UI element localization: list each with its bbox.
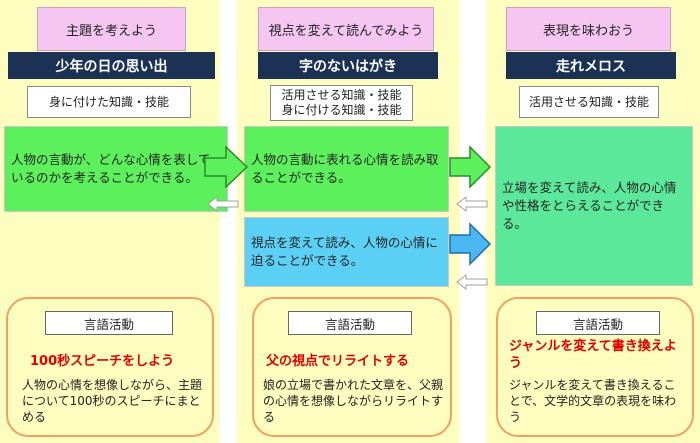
unit-title-1: 少年の日の思い出 — [8, 52, 215, 79]
activity-label-2: 言語活動 — [288, 311, 412, 335]
goal-2b: 視点を変えて読み、人物の心情に迫ることができる。 — [244, 217, 449, 287]
arrow-left-outline-icon — [207, 195, 239, 213]
activity-label-3: 言語活動 — [536, 311, 660, 335]
arrow-right-green-icon — [449, 145, 492, 189]
activity-desc-1: 人物の心情を想像しながら、主題について100秒のスピーチにまとめる — [22, 378, 203, 424]
skill-label-2: 活用させる知識・技能 身に付ける知識・技能 — [270, 85, 413, 121]
activity-title-2: 父の視点でリライトする — [266, 354, 410, 369]
activity-desc-2: 娘の立場で書かれた文章を、父親の心情を想像しながらリライトする — [263, 378, 444, 424]
activity-desc-3: ジャンルを変えて書き換えることで、文学的文章の表現を味わう — [509, 378, 677, 424]
arrow-right-green-icon — [204, 145, 249, 189]
unit-title-2: 字のないはがき — [258, 52, 438, 79]
theme-2: 視点を変えて読んでみよう — [258, 7, 434, 51]
goal-2a: 人物の言動に表れる心情を読み取ることができる。 — [244, 126, 449, 212]
activity-title-3: ジャンルを変えて書き換えよう — [509, 339, 677, 371]
skill-label-3: 活用させる知識・技能 — [519, 86, 659, 118]
arrow-left-outline-icon — [456, 195, 488, 213]
skill-label-1: 身に付けた知識・技能 — [27, 86, 191, 118]
arrow-left-outline-icon — [456, 273, 488, 291]
goal-1: 人物の言動が、どんな心情を表しているのかを考えることができる。 — [4, 126, 228, 212]
theme-3: 表現を味わおう — [506, 7, 671, 51]
activity-label-1: 言語活動 — [45, 311, 173, 335]
unit-title-3: 走れメロス — [506, 52, 676, 79]
arrow-right-blue-icon — [449, 222, 492, 266]
activity-title-1: 100秒スピーチをしよう — [30, 354, 175, 369]
theme-1: 主題を考えよう — [37, 7, 186, 51]
goal-3: 立場を変えて読み、人物の心情や性格をとらえることができる。 — [495, 126, 693, 286]
